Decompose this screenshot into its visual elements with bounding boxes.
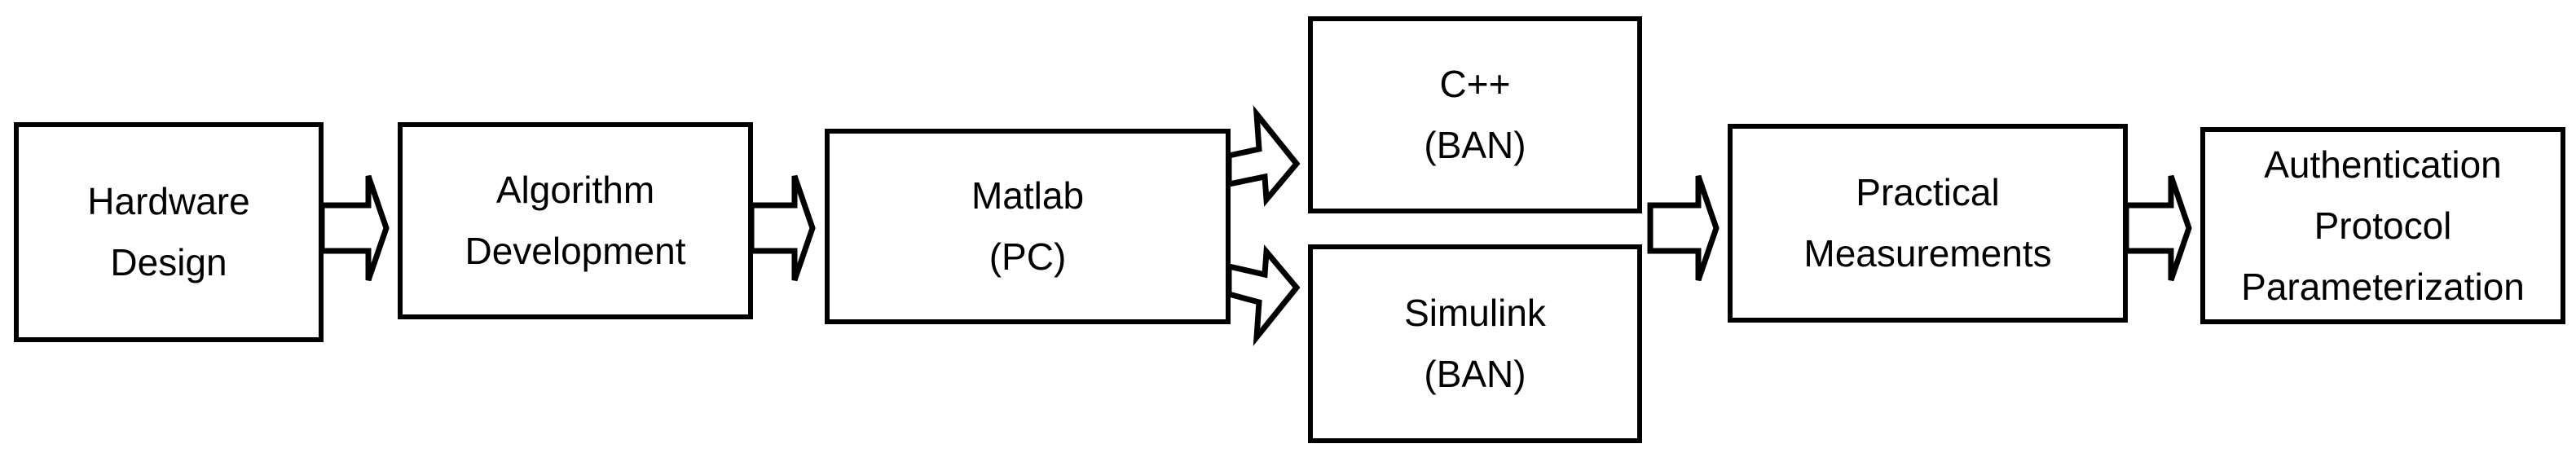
box-label-line: (BAN) [1424,124,1526,166]
matlab-pc-box: Matlab (PC) [825,129,1231,324]
arrow-measurements-to-authentication [2123,174,2192,282]
practical-measurements-box: Practical Measurements [1728,124,2128,323]
box-label-line: Measurements [1803,232,2052,275]
box-label-line: Practical [1856,171,2000,213]
box-label-line: Algorithm [495,169,655,211]
cpp-ban-box: C++ (BAN) [1308,16,1642,213]
box-label-line: Hardware [87,180,250,222]
hardware-design-box: Hardware Design [14,122,324,342]
box-label-line: (PC) [989,235,1067,278]
box-label-line: Protocol [2314,204,2452,247]
box-label-line: Matlab [971,174,1085,217]
box-label-line: Simulink [1404,292,1546,334]
algorithm-development-box: Algorithm Development [398,122,753,319]
arrow-matlab-to-cpp [1226,105,1301,207]
arrow-ban-to-measurements [1647,174,1720,282]
box-label-line: Authentication [2264,143,2502,186]
box-label-line: Design [110,241,227,283]
box-label-line: (BAN) [1424,353,1526,395]
authentication-protocol-parameterization-box: Authentication Protocol Parameterization [2200,127,2565,324]
box-label-line: Development [465,230,686,272]
arrow-hardware-to-algorithm [319,174,390,282]
arrow-algorithm-to-matlab [748,174,816,282]
arrow-matlab-to-simulink [1226,244,1301,346]
box-label-line: C++ [1439,63,1511,105]
simulink-ban-box: Simulink (BAN) [1308,244,1642,443]
box-label-line: Parameterization [2241,265,2525,308]
